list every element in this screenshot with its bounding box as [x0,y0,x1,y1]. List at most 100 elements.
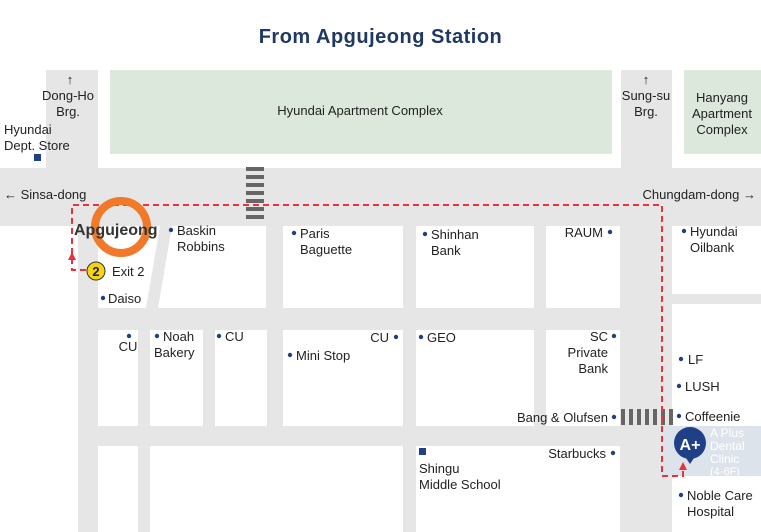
sc-label: SC [590,329,608,344]
shingu-label: Shingu [419,461,459,476]
block-hyundai-dept [0,70,46,168]
route-line [71,204,684,477]
block-shingu [416,446,620,532]
block-paris [283,226,403,308]
cu-right-label: CU [370,330,389,345]
chungdam-label: Chungdam-dong → [643,187,756,202]
clinic-label-2: Dental [710,439,745,453]
geo-label: GEO [427,330,456,345]
shingu-marker [419,448,426,455]
block-oilbank [672,226,761,294]
noble-label-2: Hospital [687,504,734,519]
starbucks-dot [610,450,616,456]
exit-label: Exit 2 [112,264,145,279]
clinic-logo: A+ [680,437,701,454]
hyundai-dept-label-2: Dept. Store [4,138,70,153]
block-cu-left [98,330,138,426]
baskin-dot [168,227,174,233]
noah-label-2: Bakery [154,345,195,360]
hanyang-label-2: Apartment [692,106,752,121]
baskin-label-2: Robbins [177,239,225,254]
starbucks-label: Starbucks [548,446,606,461]
geo-dot [418,334,424,340]
paris-label: Paris [300,226,330,241]
block-lf [672,304,761,426]
block-noble [672,476,761,532]
noah-label: Noah [163,329,194,344]
cu-right-dot [393,334,399,340]
hyundai-apartment-label: Hyundai Apartment Complex [277,103,443,118]
paris-dot [291,230,297,236]
hanyang-label-3: Complex [696,122,748,137]
sc-dot [611,333,617,339]
cu-left-label: CU [119,339,138,354]
hyundai-dept-marker [34,154,41,161]
route-arrow-end [679,462,687,470]
paris-label-2: Baguette [300,242,352,257]
clinic-marker-icon [674,427,706,464]
coffeenie-label: Coffeenie [685,409,740,424]
block-raum [546,226,620,308]
block-noah [150,330,203,426]
sinsa-label: ← Sinsa-dong [4,187,86,202]
station-name: Apgujeong [74,222,158,239]
block-baskin [98,226,266,308]
block-cu-mid [215,330,267,426]
dongho-label: Dong-Ho [42,88,94,103]
raum-dot [607,229,613,235]
block-ministop [283,330,403,426]
exit-number: 2 [92,264,99,279]
ministop-label: Mini Stop [296,348,350,363]
ministop-dot [287,352,293,358]
shinhan-label: Shinhan [431,227,479,242]
baskin-label: Baskin [177,223,216,238]
sc-label-3: Bank [578,361,608,376]
sungsu-label-2: Brg. [634,104,658,119]
oilbank-label-2: Oilbank [690,240,735,255]
noble-dot [678,492,684,498]
hyundai-dept-label: Hyundai [4,122,52,137]
station-ring [91,197,151,257]
bang-dot [611,414,617,420]
sungsu-arrow: ↑ [643,72,650,87]
cu-left-dot [126,333,132,339]
sungsu-label: Sung-su [622,88,670,103]
raum-label: RAUM [565,225,603,240]
shinhan-dot [422,231,428,237]
clinic-label-3: Clinic [710,452,739,466]
clinic-label-4: (4-6F) [710,466,740,478]
clinic-label: A Plus [710,426,744,440]
noble-label: Noble Care [687,488,753,503]
cu-mid-dot [216,333,222,339]
oilbank-dot [681,228,687,234]
lf-dot [678,356,684,362]
park-hyundai-apartment [110,70,612,154]
noah-dot [154,333,160,339]
crosswalk-top [246,167,264,219]
daiso-label: Daiso [108,291,141,306]
oilbank-label: Hyundai [690,224,738,239]
dongho-arrow: ↑ [67,72,74,87]
block-bottom-1 [98,446,138,532]
bang-label: Bang & Olufsen [517,410,608,425]
block-geo [416,330,534,426]
sc-label-2: Private [568,345,608,360]
exit-badge [86,261,106,281]
lush-dot [676,383,682,389]
coffeenie-dot [676,413,682,419]
shingu-label-2: Middle School [419,477,501,492]
park-hanyang [684,70,761,154]
block-sc [546,330,620,426]
map-title: From Apgujeong Station [258,26,503,48]
hanyang-label: Hanyang [696,90,748,105]
route-arrow-start [68,252,76,260]
block-shinhan [416,226,534,308]
shinhan-label-2: Bank [431,243,461,258]
block-bottom-2 [150,446,403,532]
location-map: ↑ Dong-Ho Brg. ↑ Sung-su Brg. ← Sinsa-do… [0,70,761,532]
daiso-dot [100,295,106,301]
block-station-left [0,226,78,532]
diagonal-road [146,226,172,308]
dongho-label-2: Brg. [56,104,80,119]
cu-mid-label: CU [225,329,244,344]
